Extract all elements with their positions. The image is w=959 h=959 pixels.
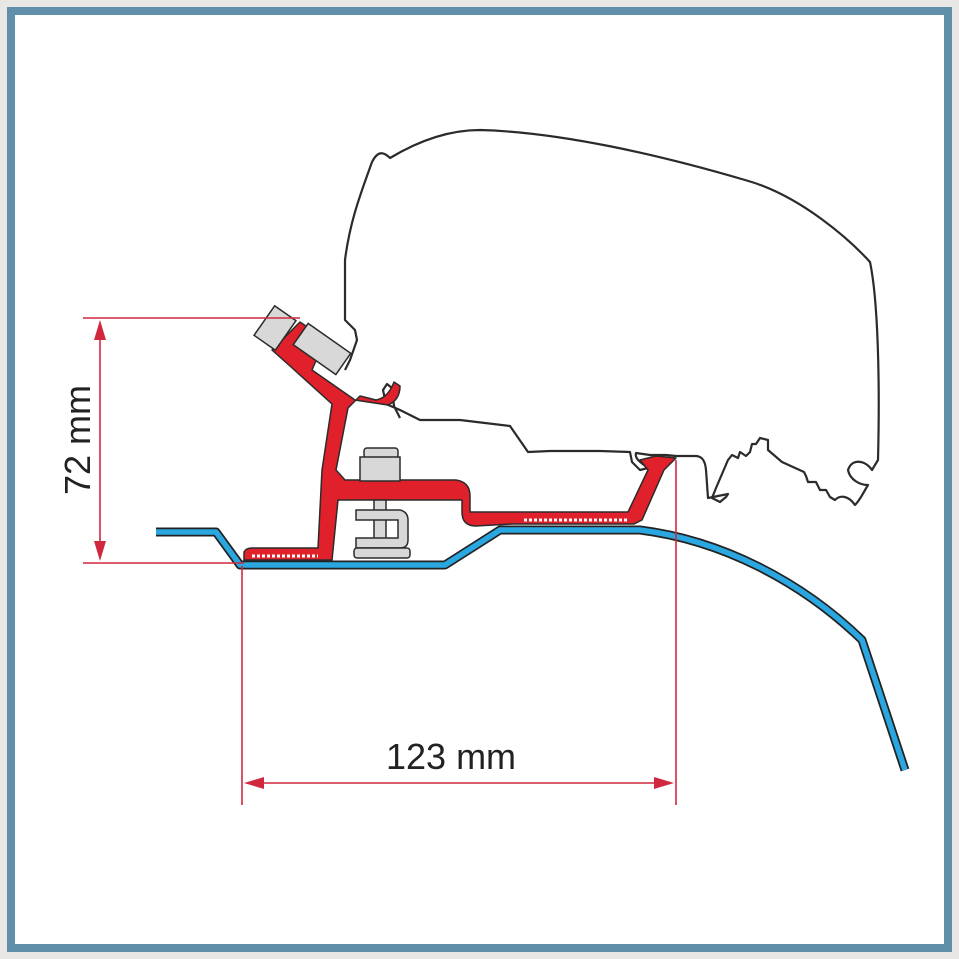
clamp-bolt-icon: [353, 447, 411, 559]
top-bolt-icon: [252, 304, 352, 376]
width-dimension-label: 123 mm: [386, 736, 517, 777]
diagram-frame: [7, 7, 952, 952]
width-dimension: [241, 460, 677, 805]
awning-case-outline: [343, 128, 880, 507]
adapter-bracket: [243, 321, 677, 561]
height-dimension-label: 72 mm: [57, 384, 98, 496]
height-dimension: [83, 317, 300, 564]
